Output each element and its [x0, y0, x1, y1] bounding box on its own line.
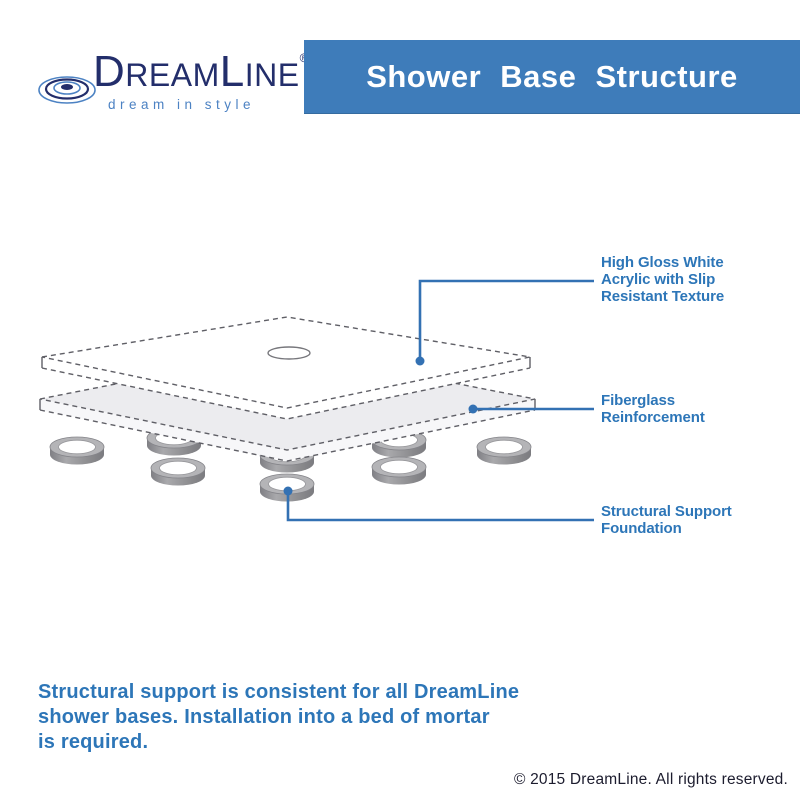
callout-dot-fiberglass	[468, 404, 478, 414]
support-ring-front-far-left	[49, 436, 105, 465]
callout-acrylic	[415, 279, 594, 366]
callout-fiberglass	[468, 404, 594, 414]
support-ring-front-far-right	[476, 436, 532, 465]
callout-dot-foundation	[283, 486, 293, 496]
support-ring-mid-left	[150, 457, 206, 486]
wordmark-l: L	[219, 47, 245, 96]
page-title: Shower Base Structure	[366, 58, 738, 94]
header-banner: Shower Base Structure	[304, 40, 800, 114]
footer-note: Structural support is consistent for all…	[38, 681, 520, 753]
brand-logo: DREAMLINE® dream in style	[36, 44, 316, 120]
brand-tagline: dream in style	[108, 97, 256, 112]
water-ripple-icon	[38, 76, 96, 104]
brand-wordmark: DREAMLINE®	[93, 50, 309, 97]
callout-foundation	[283, 486, 594, 522]
registered-mark: ®	[300, 51, 309, 65]
drain-ellipse	[267, 346, 311, 360]
wordmark-ream: REAM	[125, 57, 220, 93]
copyright-text: © 2015 DreamLine. All rights reserved.	[513, 771, 788, 788]
callout-label-fiberglass: Fiberglass Reinforcement	[601, 392, 705, 426]
callout-label-foundation: Structural Support Foundation	[601, 503, 732, 537]
callout-dot-acrylic	[415, 356, 425, 366]
wordmark-ine: INE	[244, 57, 300, 93]
wordmark-d: D	[93, 47, 126, 96]
support-ring-mid-right	[371, 456, 427, 485]
acrylic-layer-shape	[41, 316, 531, 420]
callout-label-acrylic: High Gloss White Acrylic with Slip Resis…	[601, 254, 725, 305]
